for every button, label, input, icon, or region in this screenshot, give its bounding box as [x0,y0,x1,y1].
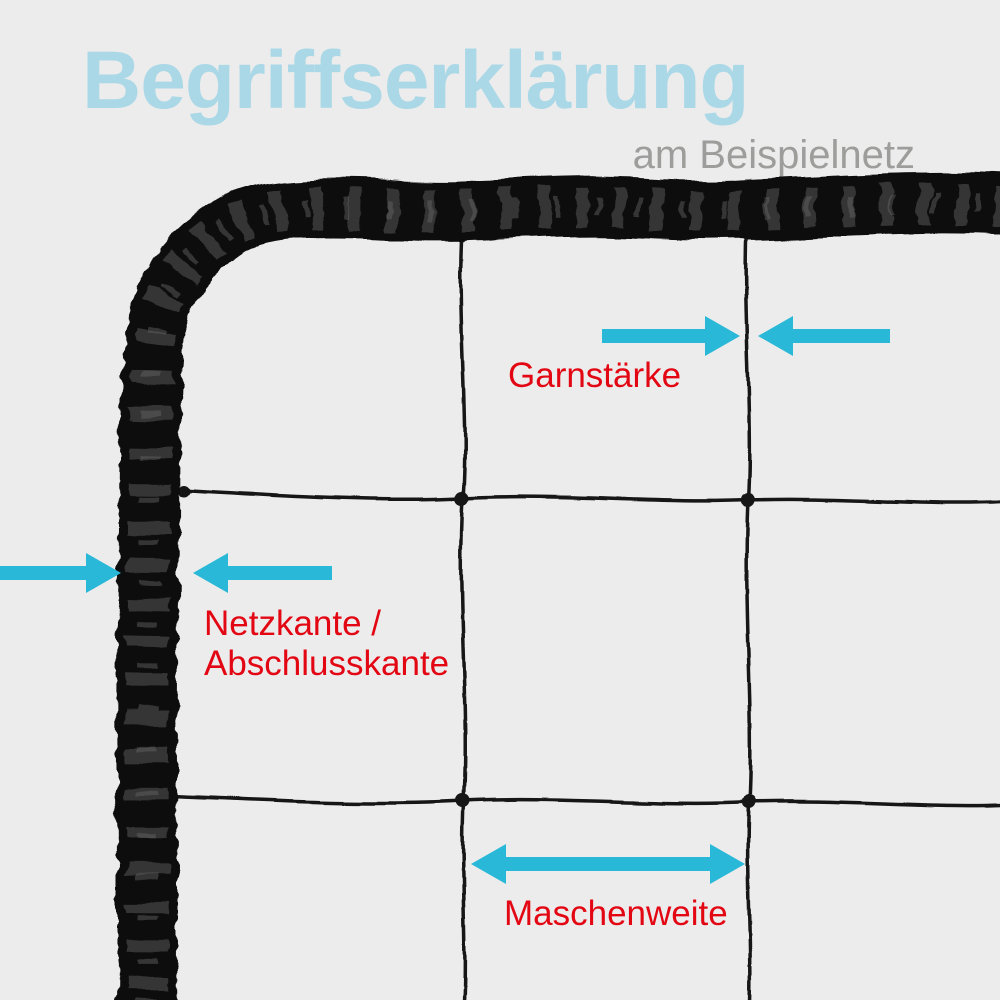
mesh-knot [742,795,756,809]
diagram-subtitle: am Beispielnetz [632,133,915,177]
mesh-knot [741,493,755,507]
arrow-head-right-icon [86,553,121,593]
mesh-knot [178,485,190,497]
mesh-horizontal-line-2 [161,794,1000,808]
maschenweite-arrow [471,844,745,884]
mesh-vertical-line-2 [743,217,753,1000]
arrow-head-right-icon [710,844,745,884]
arrow-head-left-icon [758,316,793,356]
garnstaerke-arrow-right [758,316,890,356]
rope-braid-highlight [136,193,1000,1000]
arrow-head-left-icon [471,844,506,884]
mesh-horizontal-line-1 [181,488,1000,505]
label-maschenweite: Maschenweite [504,894,728,933]
label-netzkante-line1: Netzkante / [204,604,382,643]
label-netzkante: Netzkante / Abschlusskante [204,604,449,684]
netzkante-arrow-right [193,553,332,593]
arrow-head-right-icon [705,316,740,356]
diagram-title: Begriffserklärung [82,35,750,126]
mesh-knot [455,491,469,505]
net-rope-border [116,173,1000,1000]
label-garnstaerke: Garnstärke [508,356,682,395]
rope-core [116,173,1000,1000]
garnstaerke-arrow-left [602,316,740,356]
arrow-head-left-icon [193,553,228,593]
netzkante-arrow-left [0,553,121,593]
mesh-vertical-line-1 [458,231,467,1000]
mesh-knot [456,794,470,808]
label-netzkante-line2: Abschlusskante [204,644,450,683]
rope-braid-texture [125,182,1000,1000]
